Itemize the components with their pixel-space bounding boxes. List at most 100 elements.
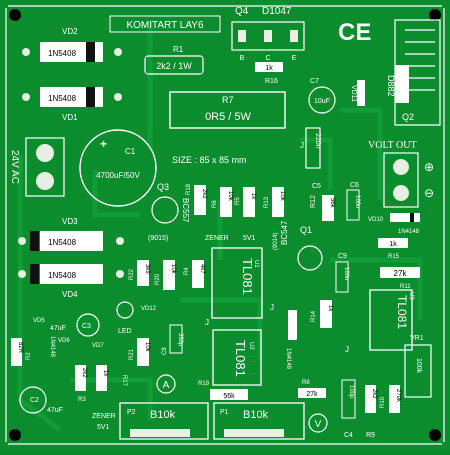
c1-value: 4700uF/50V [96, 171, 140, 180]
r4-value: 4k7 [199, 264, 205, 274]
p2-outline[interactable] [119, 402, 209, 440]
r20-ref: R20 [155, 273, 161, 285]
p1-pads [224, 429, 284, 437]
r3-ref: R3 [78, 397, 86, 403]
vd11-ref: VD11 [350, 85, 357, 102]
u3-outline [369, 289, 413, 351]
mounting-holes [9, 9, 441, 441]
mount-hole-tl [9, 9, 21, 21]
board-edges [5, 5, 445, 445]
vr1-ref: VR1 [410, 335, 424, 342]
r2-body [11, 338, 22, 366]
output-terminal[interactable] [383, 152, 419, 208]
r14-value: 1k [327, 305, 333, 312]
vd4-ref: VD4 [62, 290, 78, 299]
r1-value: 2k2 / 1W [156, 61, 192, 71]
board-title: KOMITART LAY6 [126, 20, 203, 31]
r8-ref: R8 [302, 380, 310, 386]
q4-pin-c: C [265, 55, 270, 62]
input-screw-2[interactable] [36, 172, 54, 190]
c6-ref: C6 [350, 182, 359, 189]
r13-ref: R13 [264, 196, 270, 208]
ammeter-mark [156, 374, 176, 394]
r6-ref: R6 [212, 200, 218, 208]
r15-body [378, 238, 408, 248]
p1-outline[interactable] [213, 402, 305, 440]
mount-hole-bl [9, 429, 21, 441]
q3-part: BC557 [181, 198, 190, 223]
r11-ref: R11 [400, 284, 411, 290]
u3-part: TL081 [395, 295, 409, 329]
r17-ref: R17 [121, 375, 127, 387]
mount-hole-br [429, 429, 441, 441]
q3-outline [151, 196, 179, 224]
r10-ref: R10 [380, 396, 386, 408]
c7-ref: C7 [310, 78, 319, 85]
c5-value: 220n [314, 133, 321, 149]
q4-pad-b [238, 30, 246, 42]
r18-value: 2k2 [201, 189, 207, 199]
r6-value: 10k [227, 191, 233, 202]
u3-ref: U3 [408, 292, 414, 300]
vd10-ref: VD10 [368, 217, 384, 223]
jumper-3: J [345, 345, 349, 354]
vd12-led [116, 301, 134, 319]
r17-body [96, 365, 107, 391]
r7-value: 0R5 / 5W [205, 111, 251, 123]
vd8-ref: 1N4148 [285, 348, 291, 370]
r5-ref: R5 [235, 197, 241, 205]
u2-part: TL081 [233, 340, 248, 377]
q1-alt: (9014) [273, 233, 279, 250]
r1-body [144, 55, 204, 75]
vr1-value: 100k [415, 358, 422, 374]
r17-value: 1k [102, 370, 108, 377]
u2-ref: U2 [248, 342, 254, 350]
p1-value: B10k [243, 409, 269, 421]
input-screw-1[interactable] [36, 144, 54, 162]
q1-ref: Q1 [300, 225, 312, 235]
r22-body [137, 260, 149, 286]
vd10-band [410, 213, 414, 222]
p2-pads [130, 429, 190, 437]
r5-value: 1k [250, 193, 256, 200]
c8-body [169, 324, 183, 354]
vd3-value: 1N5408 [48, 238, 77, 247]
vr1-outline[interactable] [404, 344, 432, 398]
vd1-value: 1N5408 [48, 94, 77, 103]
jumper-2: J [205, 318, 209, 327]
vd10-value: 1N4148 [398, 229, 420, 235]
r9-ref: R9 [366, 432, 375, 439]
c7-outline [308, 86, 336, 114]
c1-outline [79, 129, 157, 207]
vd4-diode [18, 264, 124, 284]
q3-alt: (9015) [148, 235, 168, 242]
output-label: VOLT OUT [368, 140, 417, 151]
vd6-value: 1N4148 [49, 336, 55, 358]
r16-ref: R16 [265, 78, 278, 85]
c3-outline [76, 313, 100, 337]
c6-body [346, 189, 360, 221]
u1-ref: U1 [253, 260, 259, 268]
u1-part: TL081 [240, 258, 255, 295]
vd10-body [390, 213, 420, 222]
q4-pad-c [264, 30, 272, 42]
c1-plus: + [100, 137, 107, 151]
vd2-diode [22, 42, 122, 62]
ce-mark: CE [338, 19, 371, 46]
input-terminal[interactable] [25, 137, 65, 197]
vd3-diode [18, 231, 124, 251]
vd3-ref: VD3 [62, 217, 78, 226]
r22-value: 3k9 [144, 264, 150, 274]
c9-ref: C9 [338, 253, 347, 260]
c5-body [305, 127, 321, 169]
r9-body [365, 385, 376, 413]
q4-outline [231, 21, 305, 51]
r16-value: 1k [265, 65, 273, 72]
r2-ref: R2 [26, 352, 32, 360]
r7-body [169, 91, 286, 129]
output-screw-2[interactable] [393, 185, 409, 201]
vd12-ref: VD12 [141, 306, 157, 312]
c1-ref: C1 [125, 147, 136, 156]
p2-value: B10k [150, 409, 176, 421]
output-screw-1[interactable] [393, 159, 409, 175]
